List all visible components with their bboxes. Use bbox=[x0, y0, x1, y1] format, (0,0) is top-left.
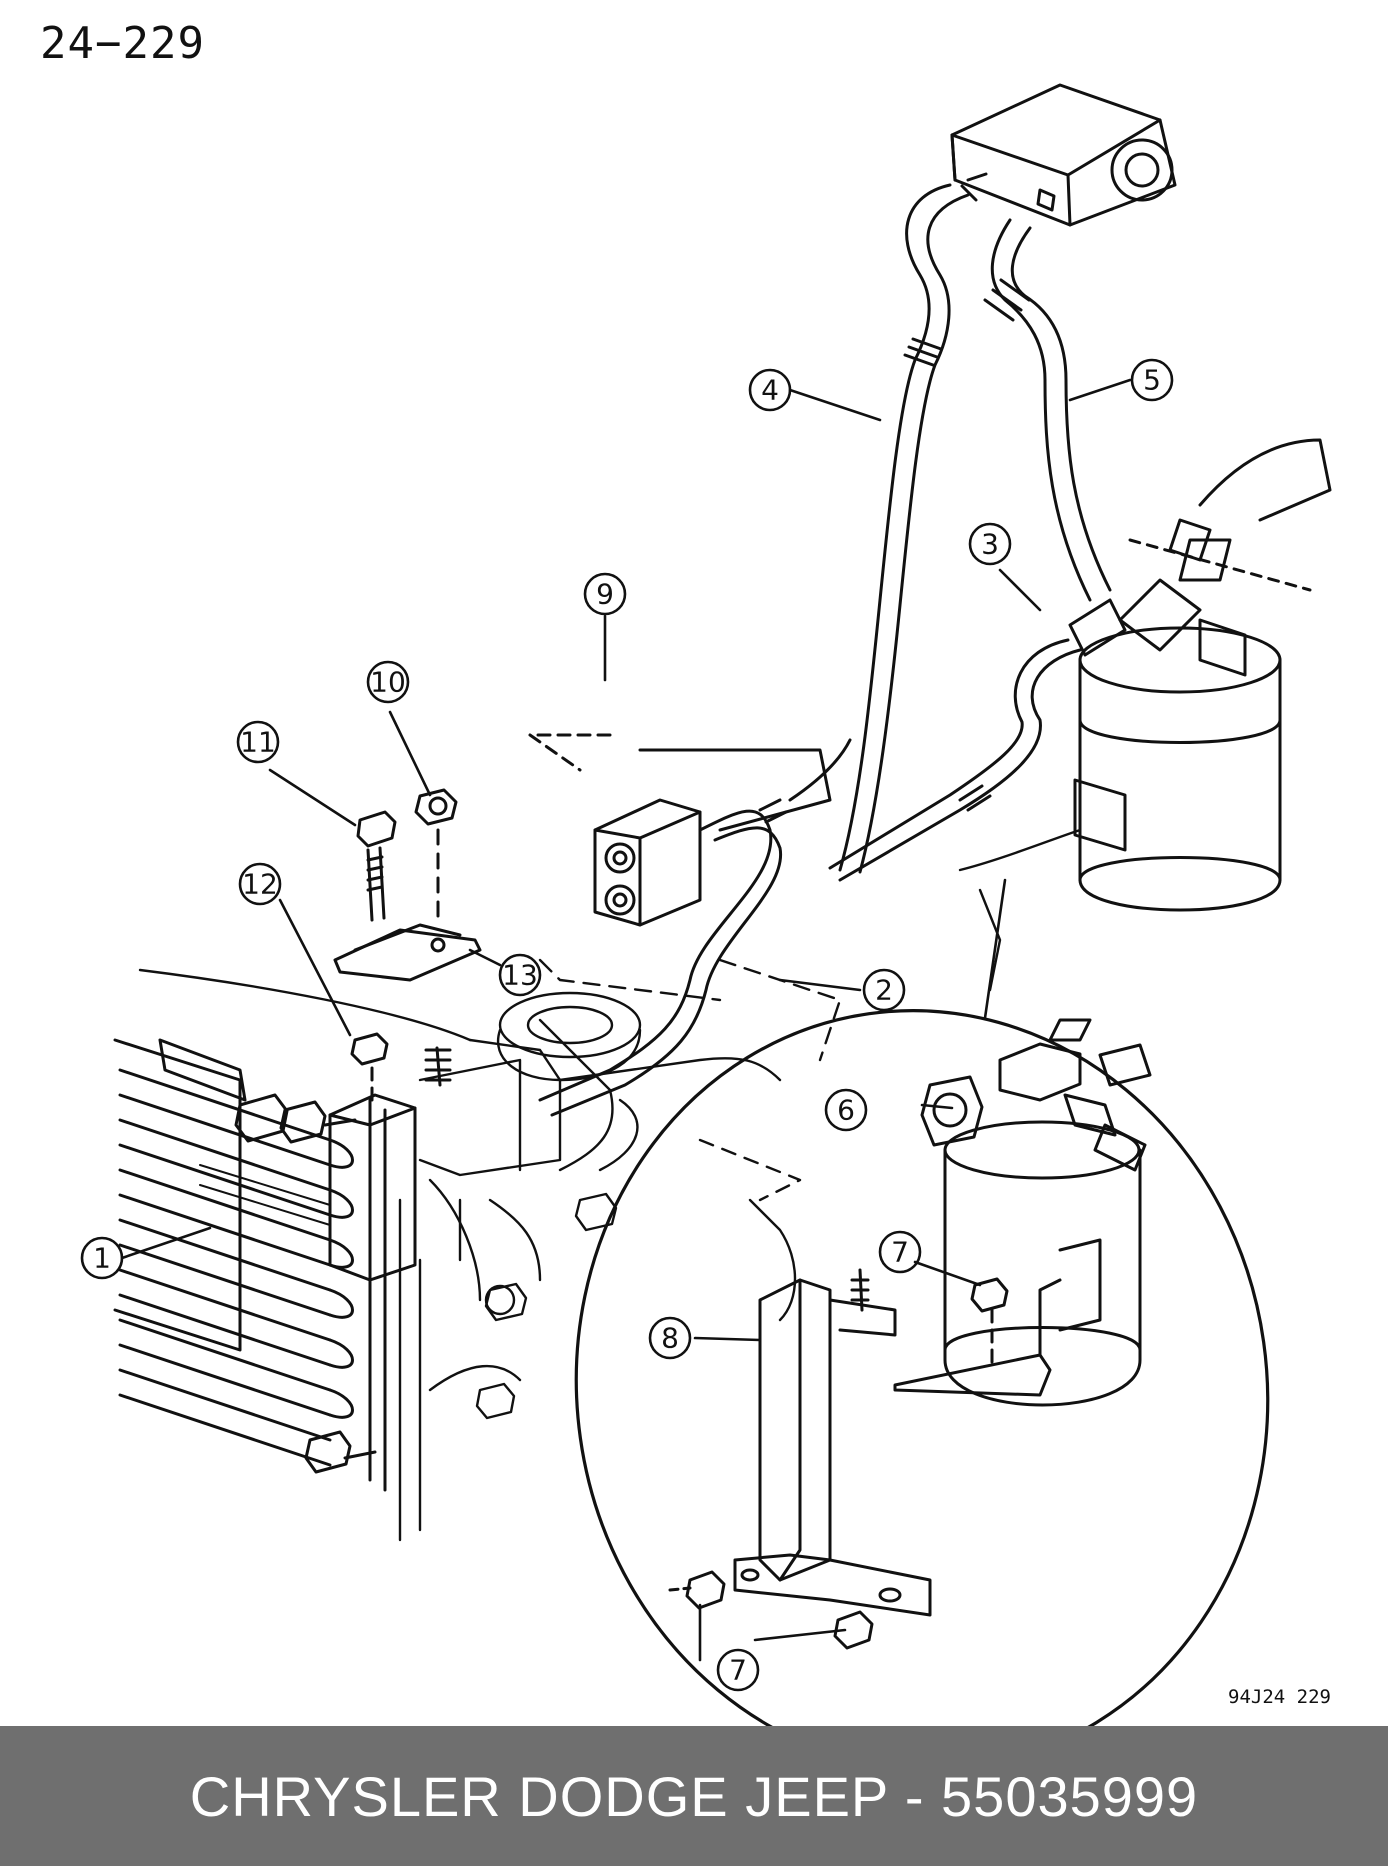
footer-caption: CHRYSLER DODGE JEEP - 55035999 bbox=[189, 1764, 1199, 1828]
nut-10 bbox=[414, 788, 458, 922]
detail-nut-7-top bbox=[970, 1277, 1009, 1372]
callout-13: 13 bbox=[502, 959, 538, 992]
bolt-11 bbox=[356, 810, 397, 922]
detail-circle bbox=[574, 1009, 1270, 1726]
callout-8: 8 bbox=[661, 1322, 679, 1355]
callout-9: 9 bbox=[596, 578, 614, 611]
line-2 bbox=[538, 738, 852, 1117]
manifold-block bbox=[528, 733, 832, 927]
nut-12 bbox=[350, 1032, 389, 1102]
callout-2: 2 bbox=[875, 974, 893, 1007]
callout-10: 10 bbox=[370, 666, 406, 699]
callout-1: 1 bbox=[93, 1242, 111, 1275]
hose-3 bbox=[828, 638, 1082, 882]
callout-4: 4 bbox=[761, 374, 779, 407]
ac-line-diagram: 1 2 3 4 5 6 7 7 8 9 10 11 12 13 bbox=[80, 83, 1332, 1726]
bracket-13 bbox=[333, 923, 482, 982]
hose-4 bbox=[838, 183, 970, 874]
callout-12: 12 bbox=[242, 868, 278, 901]
detail-bracket-8 bbox=[668, 1268, 932, 1650]
callout-5: 5 bbox=[1143, 364, 1161, 397]
condenser bbox=[113, 1038, 387, 1492]
engine-outline bbox=[138, 828, 1082, 1542]
callout-11: 11 bbox=[240, 726, 276, 759]
figure-code: 94J24 229 bbox=[1228, 1686, 1331, 1708]
hose-5 bbox=[983, 218, 1112, 602]
expansion-valve bbox=[950, 83, 1177, 227]
page-number: 24−229 bbox=[40, 18, 205, 69]
callout-7-bottom: 7 bbox=[729, 1654, 747, 1687]
callout-7-top: 7 bbox=[891, 1236, 909, 1269]
receiver-drier bbox=[1068, 438, 1332, 912]
callout-6: 6 bbox=[837, 1094, 855, 1127]
footer-bar: CHRYSLER DODGE JEEP - 55035999 bbox=[0, 1726, 1388, 1866]
callout-3: 3 bbox=[981, 528, 999, 561]
detail-drier bbox=[893, 1018, 1152, 1407]
leader-lines bbox=[120, 378, 1132, 1662]
callout-labels: 1 2 3 4 5 6 7 7 8 9 10 11 12 13 bbox=[93, 364, 1161, 1687]
callouts bbox=[80, 358, 1174, 1692]
condenser-fittings bbox=[234, 1093, 417, 1474]
